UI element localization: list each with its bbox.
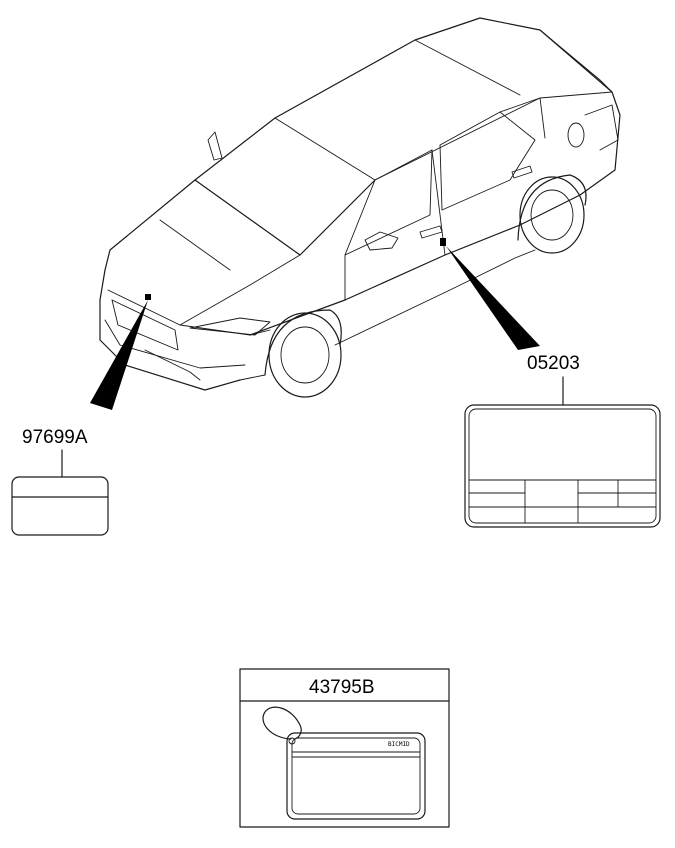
front-label-marker — [145, 294, 151, 300]
hang-tag: BICMID — [262, 706, 426, 820]
car-illustration — [99, 17, 621, 398]
part-number-05203: 05203 — [527, 353, 580, 374]
part-97699a: 97699A — [11, 427, 109, 536]
part-05203: 05203 — [464, 353, 661, 528]
tag-barcode-text: BICMID — [388, 741, 410, 748]
front-wheel — [264, 309, 342, 398]
door-label-leader — [446, 246, 540, 350]
front-label-leader — [90, 300, 148, 410]
tire-pressure-placard — [464, 404, 661, 528]
rear-wheel — [517, 174, 587, 254]
part-number-97699a: 97699A — [22, 427, 88, 448]
part-43795b: 43795B BICMID — [239, 668, 450, 828]
door-label-marker — [440, 238, 446, 246]
front-label-sticker — [11, 476, 109, 536]
part-number-43795b: 43795B — [309, 677, 375, 698]
